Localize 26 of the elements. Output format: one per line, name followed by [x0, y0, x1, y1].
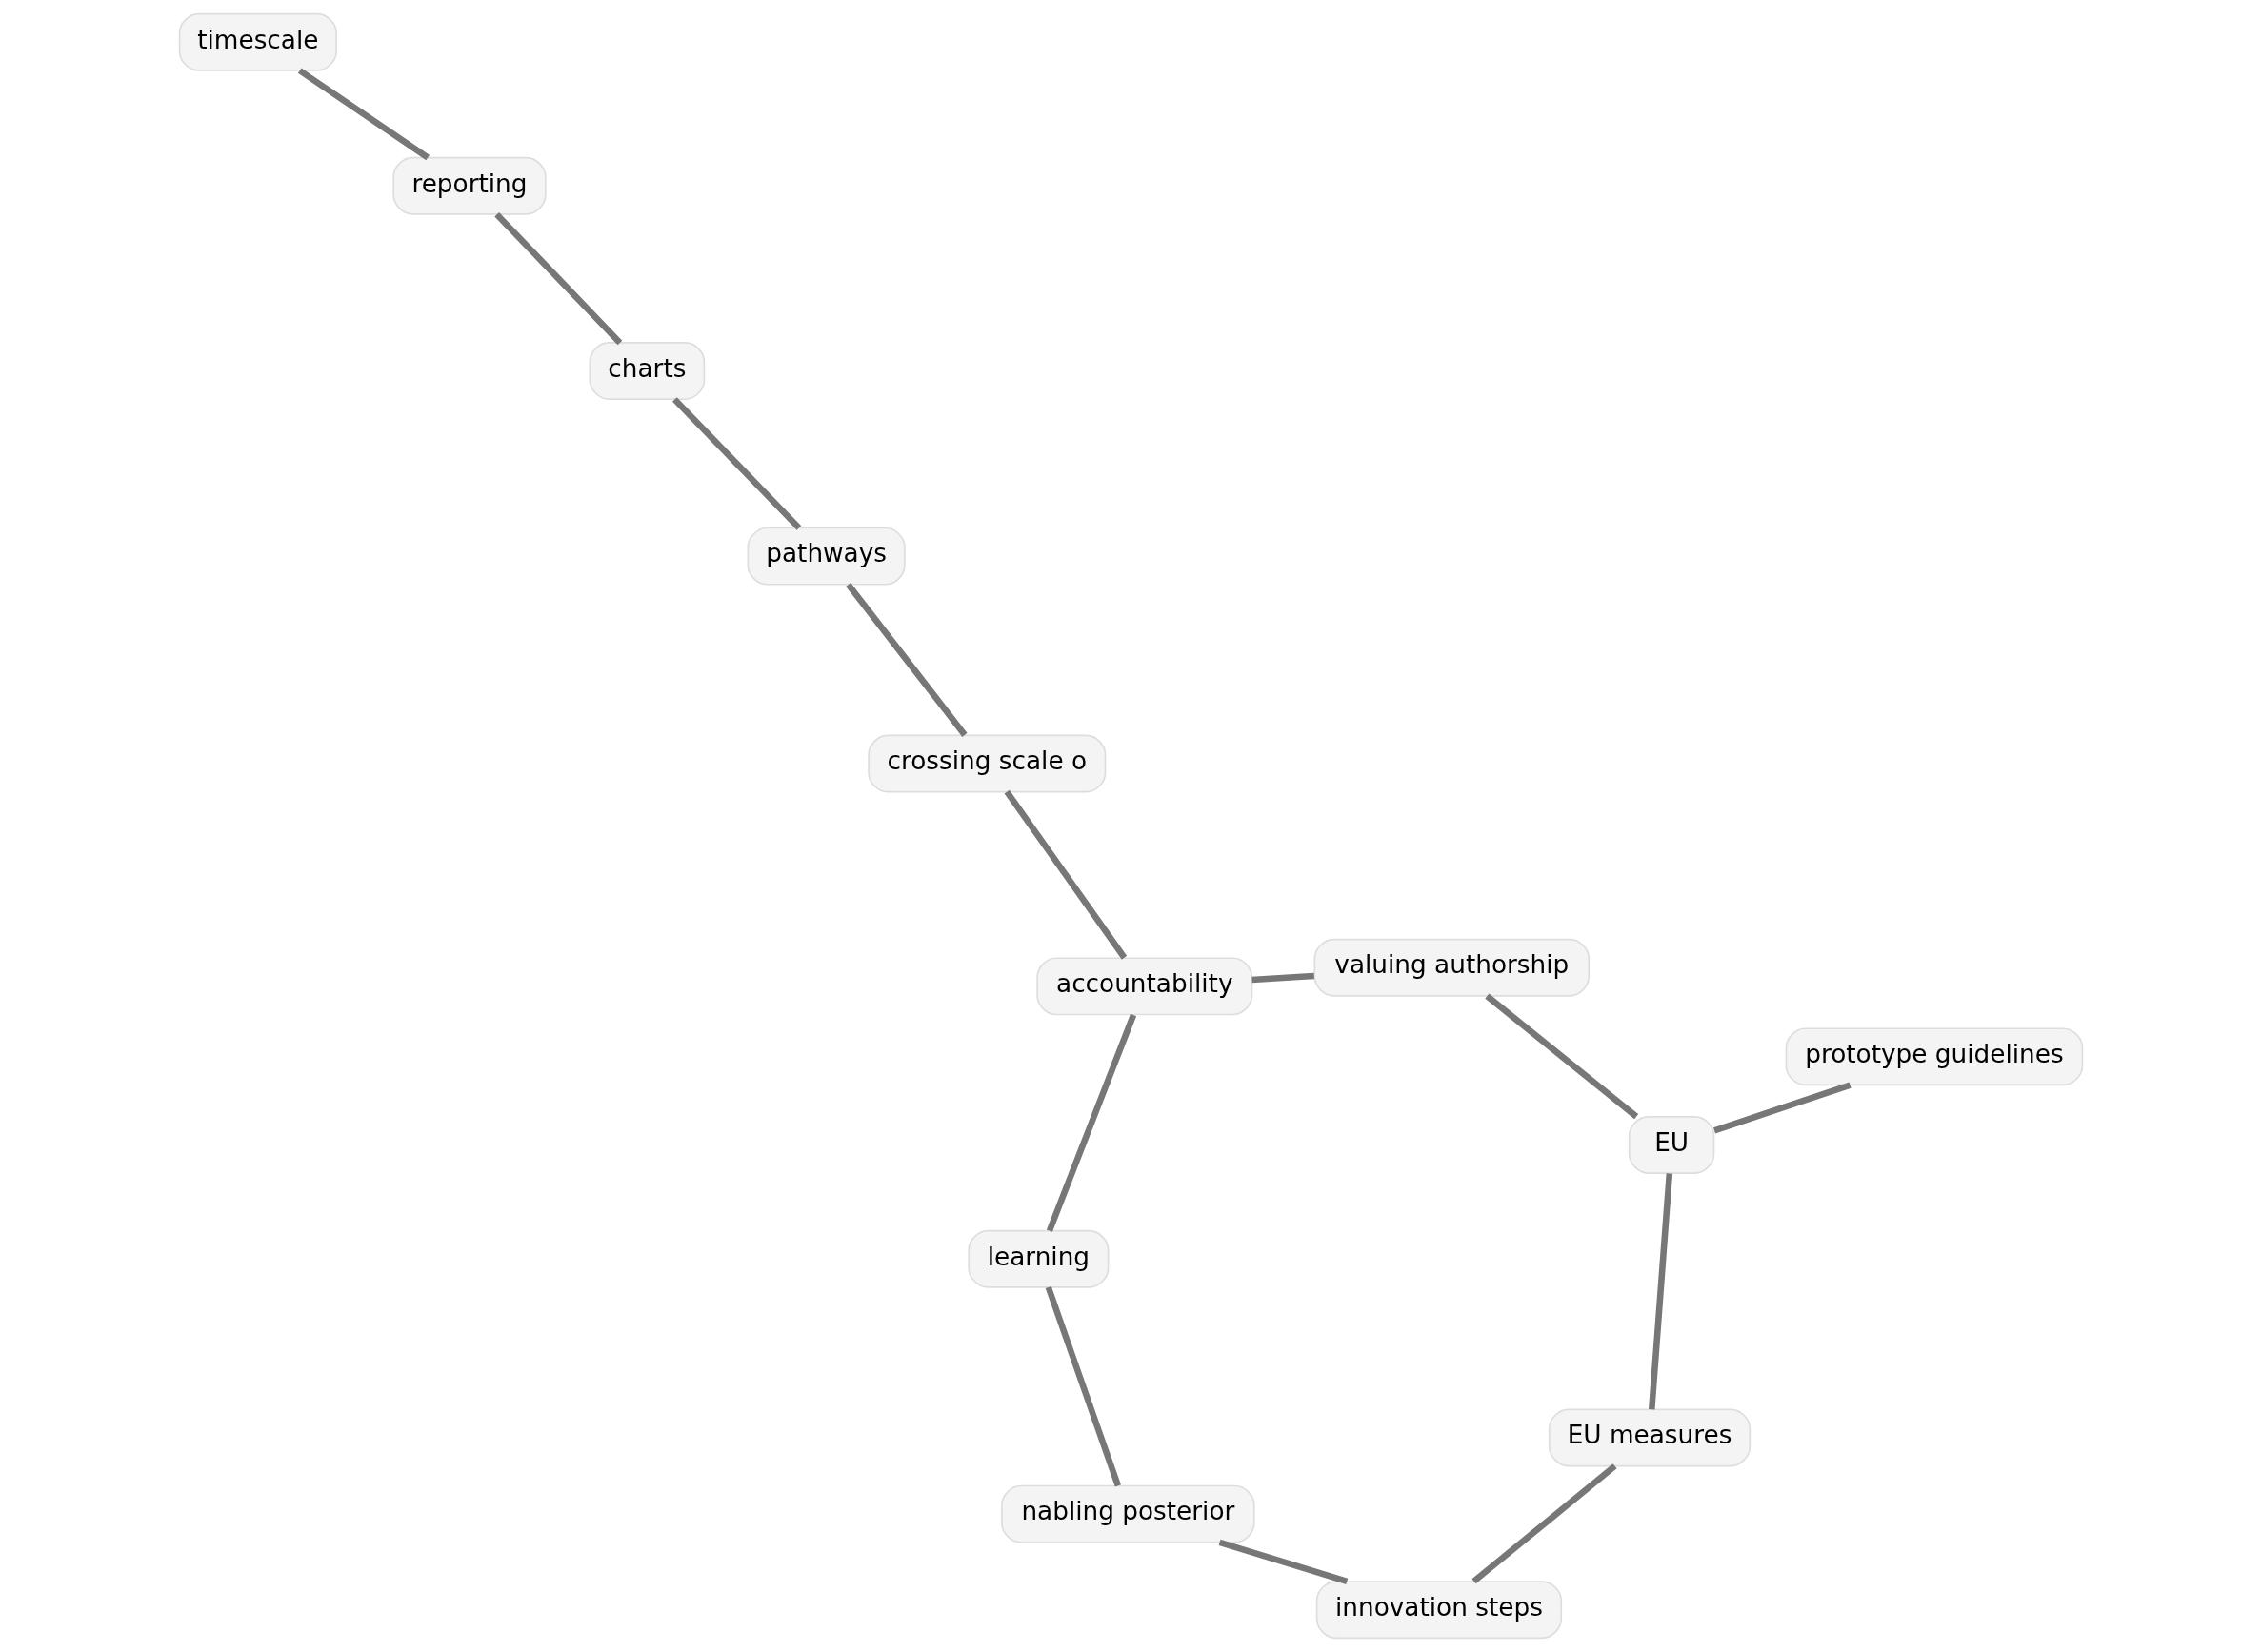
- node-box: nabling posterior: [1001, 1484, 1255, 1543]
- node-box: crossing scale o: [868, 734, 1107, 793]
- connector: [1471, 1463, 1617, 1584]
- node-box: accountability: [1036, 957, 1253, 1016]
- node-box: innovation steps: [1315, 1581, 1563, 1640]
- connector: [1485, 993, 1639, 1120]
- connector: [1649, 1173, 1673, 1410]
- node-box: valuing authorship: [1313, 938, 1591, 997]
- connector: [1218, 1539, 1349, 1585]
- connector: [1713, 1082, 1852, 1134]
- connector: [297, 68, 430, 161]
- connector: [1045, 1285, 1121, 1487]
- connector: [494, 211, 623, 346]
- connector: [672, 397, 802, 530]
- node-box: prototype guidelines: [1785, 1027, 2084, 1086]
- node-box: learning: [968, 1229, 1110, 1288]
- node-box: reporting: [392, 156, 547, 215]
- node-box: pathways: [747, 527, 906, 586]
- node-box: EU measures: [1548, 1408, 1752, 1467]
- connector: [846, 583, 968, 737]
- node-box: EU: [1628, 1116, 1715, 1174]
- node-box: charts: [589, 342, 706, 400]
- node-box: timescale: [178, 12, 337, 71]
- connector: [1004, 789, 1128, 960]
- connector: [1046, 1013, 1137, 1232]
- connector: [1251, 972, 1314, 984]
